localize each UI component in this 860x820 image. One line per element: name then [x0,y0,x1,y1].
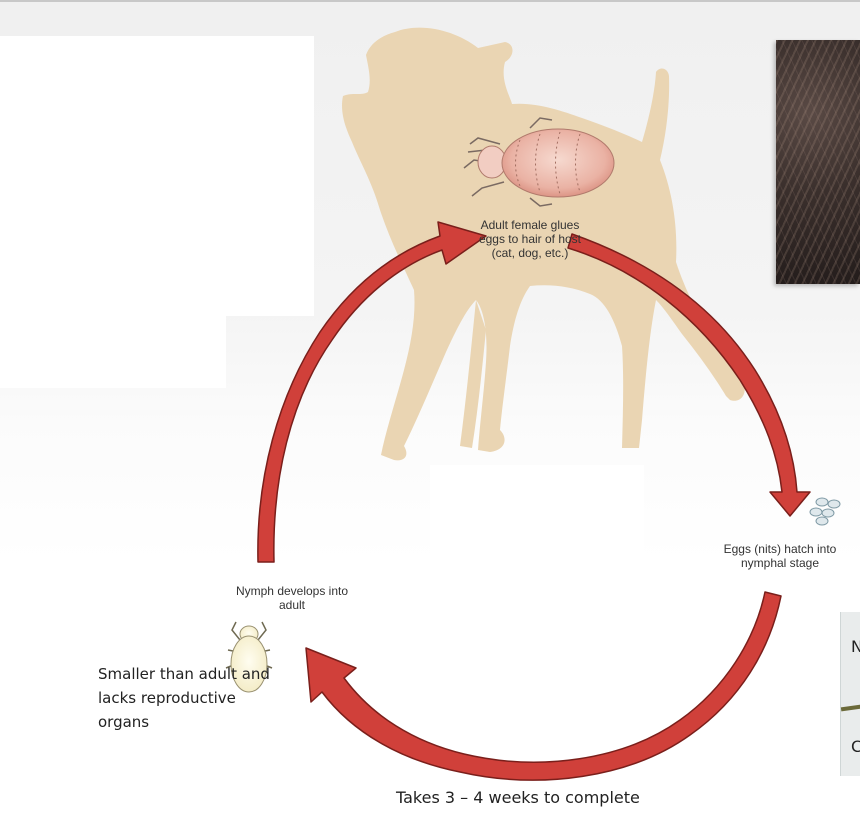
mask-panel-mid-left [0,316,226,388]
mask-panel-center [430,465,644,645]
cycle-arrow-eggs-to-nymph [305,591,782,781]
stage-nymph-label: Nymph develops into adult [235,584,349,612]
cycle-duration-caption: Takes 3 – 4 weeks to complete [396,788,640,807]
cycle-arrow-icon [257,221,811,781]
cycle-arrow-nymph-to-adult [257,221,487,563]
mask-panel-top-left [0,36,314,316]
adult-louse-icon [463,117,615,207]
nymph-icon [225,621,273,693]
cycle-arrow-adult-to-eggs [567,233,811,517]
stage-adult-label: Adult female glues eggs to hair of host … [478,218,582,260]
inset-bottom-char: C [851,737,860,756]
inset-top-char: N [851,637,860,656]
dog-silhouette-icon [342,27,745,461]
nymph-note: Smaller than adult and lacks reproductiv… [98,665,270,731]
louse-on-hair-photo [776,40,860,284]
inset-panel: N C [840,612,860,776]
inset-hair-strand [840,704,860,712]
stage-eggs-label: Eggs (nits) hatch into nymphal stage [723,542,837,570]
top-border [0,0,860,2]
eggs-icon [809,497,841,526]
